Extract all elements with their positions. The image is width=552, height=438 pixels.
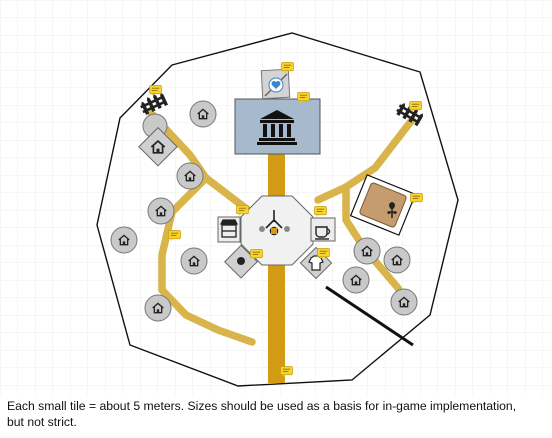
house-tile[interactable] [353, 237, 381, 265]
town-hall-panel [234, 98, 321, 155]
crane-hook-icon [265, 210, 283, 236]
plaza-marker [271, 228, 277, 234]
plaza-dot-left [259, 226, 265, 232]
house-tile[interactable] [342, 266, 370, 294]
map-caption: Each small tile = about 5 meters. Sizes … [7, 398, 547, 430]
market-stall-icon [219, 219, 239, 238]
large-house[interactable] [138, 126, 178, 167]
house-tile[interactable] [390, 288, 418, 316]
house-tile[interactable] [147, 197, 175, 225]
market-stall[interactable] [217, 216, 241, 243]
house-tile[interactable] [180, 247, 208, 275]
caption-line-1: Each small tile = about 5 meters. Sizes … [7, 399, 517, 413]
wall-line [325, 285, 414, 347]
house-tile[interactable] [144, 294, 172, 322]
cafe[interactable] [310, 217, 336, 242]
coffee-cup-icon [315, 226, 331, 240]
house-tile[interactable] [176, 162, 204, 190]
plaza-annex-tile[interactable] [224, 244, 258, 279]
bank-building-icon [257, 110, 297, 145]
footpath-northeast [314, 116, 416, 204]
house-tile[interactable] [189, 100, 217, 128]
house-tile[interactable] [110, 226, 138, 254]
town-hall[interactable] [234, 98, 321, 155]
town-boundary [96, 32, 459, 387]
house-tile[interactable] [383, 246, 411, 274]
plaza-dot-right [284, 226, 290, 232]
shrine-tile[interactable] [260, 68, 291, 100]
flower-sprout-icon [387, 202, 397, 218]
farm-plot[interactable] [349, 174, 417, 236]
heart-shrine-icon [268, 77, 284, 93]
shirt-icon [308, 255, 324, 271]
caption-line-2: but not strict. [7, 415, 77, 429]
